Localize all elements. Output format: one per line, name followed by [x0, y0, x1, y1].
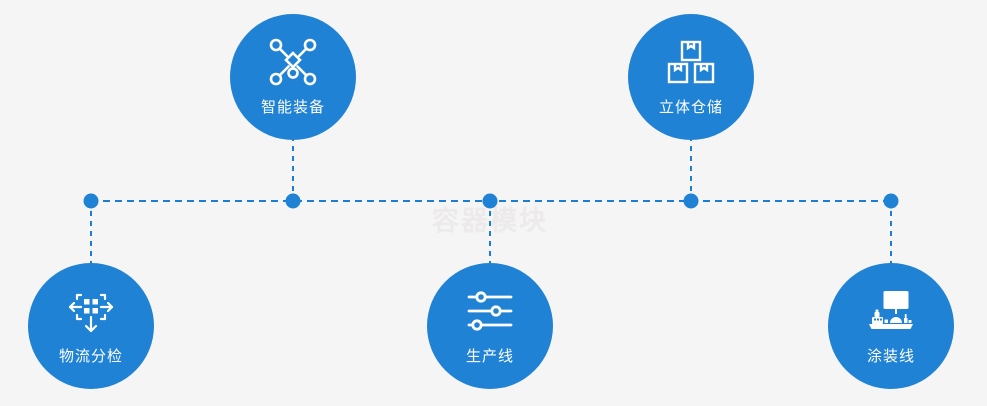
node-production-line[interactable]: 生产线: [427, 263, 553, 389]
network-nodes-icon: [267, 36, 319, 88]
node-intelligent-equipment[interactable]: 智能装备: [230, 14, 356, 140]
node-label: 智能装备: [260, 99, 325, 116]
node-label: 物流分检: [58, 348, 123, 365]
node-stereoscopic-warehouse[interactable]: 立体仓储: [628, 14, 754, 140]
junction-dot: [883, 193, 899, 209]
node-label: 生产线: [465, 348, 514, 365]
node-label: 涂装线: [866, 348, 915, 365]
sorting-arrows-icon: [65, 285, 117, 337]
stacked-boxes-icon: [665, 36, 717, 88]
junction-dot: [482, 193, 498, 209]
junction-dot: [83, 193, 99, 209]
node-label: 立体仓储: [658, 99, 723, 116]
node-coating-line[interactable]: 涂装线: [828, 263, 954, 389]
node-logistics-sorting[interactable]: 物流分检: [28, 263, 154, 389]
junction-dot: [285, 193, 301, 209]
paint-booth-icon: [865, 285, 917, 337]
sliders-icon: [464, 285, 516, 337]
junction-dot: [683, 193, 699, 209]
